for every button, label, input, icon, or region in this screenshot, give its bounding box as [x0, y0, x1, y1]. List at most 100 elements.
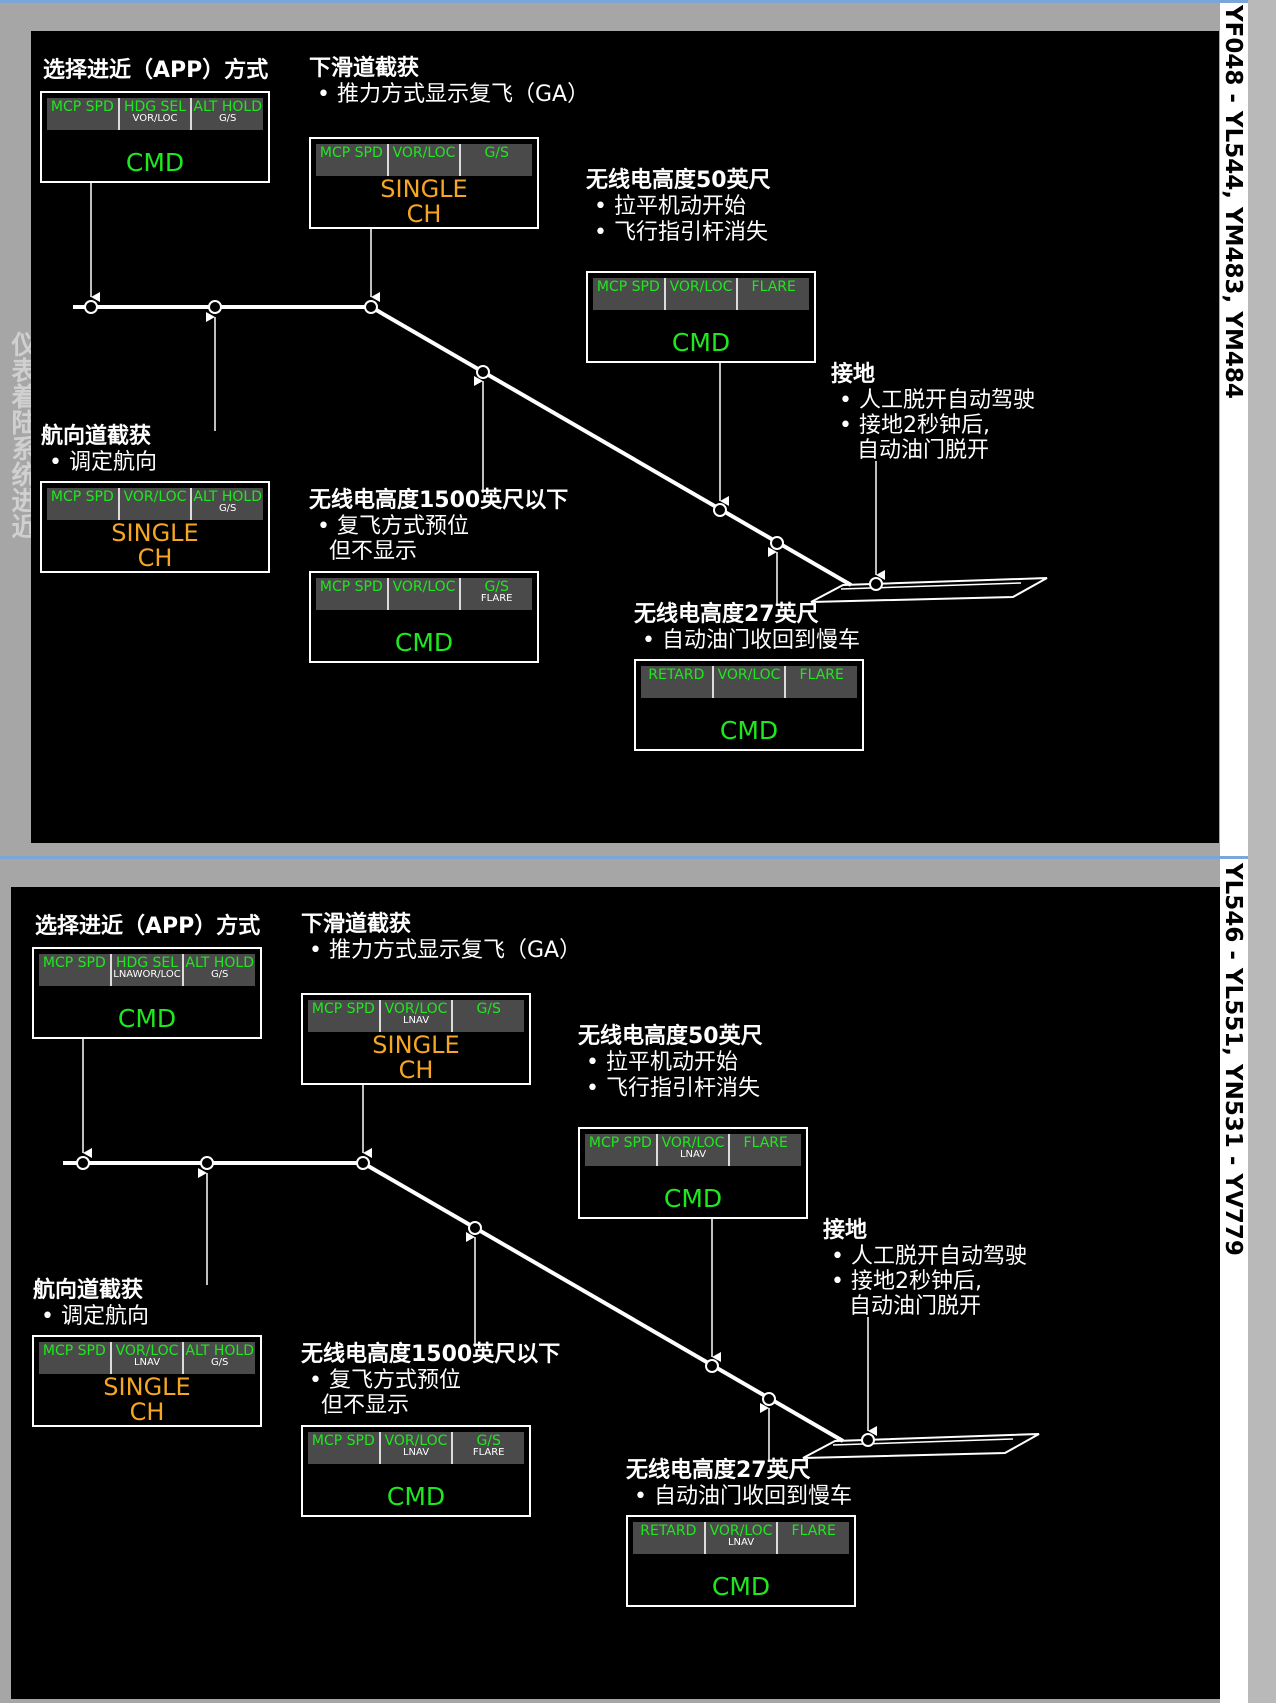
fma-thrust-mode: MCP SPD [39, 1342, 112, 1374]
fma-mode-bar: MCP SPD VOR/LOC G/S [316, 144, 532, 176]
runway [802, 1433, 1040, 1459]
fma-thrust-mode: MCP SPD [47, 488, 120, 520]
fma-pitch-mode: FLARE [751, 279, 796, 295]
right-title-strip: YL546 - YL551, YN531 - YV779 [1220, 859, 1248, 1703]
afds-status: CMD [711, 1572, 771, 1601]
ra27-bullet: • 自动油门收回到慢车 [634, 1484, 852, 1509]
loc-capture-point [200, 1156, 214, 1170]
fma-roll-mode: VOR/LOC [666, 278, 739, 310]
ra27-point [762, 1392, 776, 1406]
ra50-heading: 无线电高度50英尺 [586, 168, 771, 193]
afds-status: CMD [394, 628, 454, 657]
fma-pitch-mode: FLARE [799, 667, 844, 683]
ra1500-heading: 无线电高度1500英尺以下 [301, 1342, 561, 1367]
afds-status: CMD [671, 328, 731, 357]
gs-capture-point [356, 1156, 370, 1170]
ra1500-point [468, 1221, 482, 1235]
touchdown-point [861, 1433, 875, 1447]
touchdown-bullet-2: • 接地2秒钟后, [839, 413, 990, 438]
fma-ra27: RETARD VOR/LOC FLARE CMD [634, 659, 864, 751]
fma-roll-mode: VOR/LOC [120, 488, 193, 520]
serial-range-label: YF048 - YL544, YM483, YM484 [1220, 5, 1246, 399]
flight-path-graphic [73, 181, 1048, 606]
loc-capture-point [208, 300, 222, 314]
glideslope-segment [369, 305, 853, 587]
flight-path-graphic [63, 1037, 1040, 1462]
ra50-heading: 无线电高度50英尺 [578, 1024, 763, 1049]
ra27-heading: 无线电高度27英尺 [626, 1458, 811, 1483]
gs-capture-point [364, 300, 378, 314]
ra1500-bullet-2: 但不显示 [321, 1393, 410, 1418]
touchdown-bullet-1: • 人工脱开自动驾驶 [839, 388, 1035, 413]
touchdown-heading: 接地 [823, 1218, 868, 1243]
fma-pitch-mode: FLARE [743, 1135, 788, 1151]
afds-status: CMD [386, 1482, 446, 1511]
glideslope-segment [361, 1161, 845, 1443]
fma-mode-bar: RETARD VOR/LOC FLARE [641, 666, 857, 698]
top-panel: 仪表着陆系统进近 [0, 0, 1248, 859]
loc-bullet: • 调定航向 [41, 1304, 149, 1329]
ra27-bullet: • 自动油门收回到慢车 [642, 628, 860, 653]
gs-heading: 下滑道截获 [309, 56, 420, 81]
fma-thrust-mode: MCP SPD [39, 954, 112, 986]
ra50-bullet-2: • 飞行指引杆消失 [586, 1076, 760, 1101]
fma-thrust-mode: MCP SPD [316, 578, 389, 610]
app-heading: 选择进近（APP）方式 [43, 58, 269, 83]
fma-thrust-mode: MCP SPD [308, 1432, 381, 1464]
runway [810, 577, 1048, 603]
afds-status: CMD [663, 1184, 723, 1213]
ra27-point [770, 536, 784, 550]
loc-bullet: • 调定航向 [49, 450, 157, 475]
touchdown-bullet-3: 自动油门脱开 [849, 1294, 982, 1319]
gs-heading: 下滑道截获 [301, 912, 412, 937]
fma-pitch-mode: FLARE [791, 1523, 836, 1539]
app-heading: 选择进近（APP）方式 [35, 914, 261, 939]
gs-bullet: • 推力方式显示复飞（GA） [309, 938, 582, 963]
ra50-point [705, 1359, 719, 1373]
ra1500-heading: 无线电高度1500英尺以下 [309, 488, 569, 513]
serial-range-label: YL546 - YL551, YN531 - YV779 [1220, 863, 1246, 1256]
app-point [76, 1156, 90, 1170]
touchdown-bullet-1: • 人工脱开自动驾驶 [831, 1244, 1027, 1269]
loc-heading: 航向道截获 [33, 1278, 144, 1303]
fma-thrust-mode: MCP SPD [316, 144, 389, 176]
ra1500-bullet-2: 但不显示 [329, 539, 418, 564]
fma-thrust-mode: MCP SPD [593, 278, 666, 310]
ra50-bullet-2: • 飞行指引杆消失 [594, 220, 768, 245]
afds-status: CMD [117, 1004, 177, 1033]
afds-status: CMD [719, 716, 779, 745]
afds-status: CMD [125, 148, 185, 177]
fma-thrust-mode: MCP SPD [585, 1134, 658, 1166]
app-point [84, 300, 98, 314]
